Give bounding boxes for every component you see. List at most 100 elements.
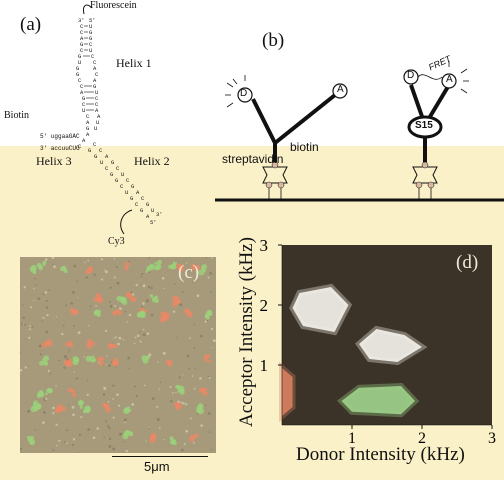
speckle (73, 325, 75, 327)
speckle (112, 398, 114, 400)
speckle (114, 336, 117, 339)
speckle (122, 338, 125, 341)
svg-text:G: G (130, 195, 133, 202)
speckle (67, 404, 70, 406)
speckle (42, 293, 45, 296)
speckle (185, 403, 188, 406)
speckle (140, 275, 143, 278)
helix2-label: Helix 2 (134, 154, 170, 168)
speckle (86, 393, 89, 396)
speckle (20, 368, 23, 372)
svg-text:C: C (95, 71, 99, 78)
y-tick-label: 2 (260, 296, 269, 315)
speckle (186, 354, 190, 358)
speckle (73, 264, 77, 268)
speckle (142, 302, 145, 305)
speckle (115, 366, 117, 368)
speckle (107, 425, 110, 428)
speckle (112, 447, 116, 451)
speckle (170, 400, 173, 403)
svg-text:3': 3' (156, 211, 163, 218)
svg-text:G: G (89, 35, 92, 42)
molecule-spot (171, 295, 182, 307)
speckle (102, 393, 106, 396)
speckle (69, 349, 71, 351)
molecule-spot (159, 311, 167, 323)
cluster (292, 287, 349, 332)
speckle (193, 347, 196, 350)
cluster-halo (354, 325, 428, 366)
molecule-spot (54, 404, 63, 414)
rna-construct-free (225, 75, 348, 200)
molecule-spot (116, 295, 128, 306)
svg-text:U: U (100, 159, 103, 166)
panel-label-d: (d) (456, 252, 479, 273)
molecule-spot (175, 384, 185, 395)
speckle (138, 331, 141, 333)
molecule-spot (93, 293, 104, 304)
svg-text:5': 5' (89, 17, 96, 24)
cluster-halo (336, 382, 420, 418)
speckle (205, 257, 208, 259)
svg-text:G: G (115, 177, 118, 184)
speckle (133, 385, 136, 388)
speckle (30, 306, 33, 309)
speckle (80, 416, 83, 419)
speckle (211, 346, 213, 349)
svg-text:U: U (95, 89, 98, 96)
speckle (108, 426, 111, 430)
svg-text:A: A (86, 119, 90, 126)
speckle (40, 353, 42, 356)
speckle (45, 330, 48, 334)
speckle (207, 276, 210, 279)
svg-text:A: A (93, 65, 97, 72)
speckle (77, 296, 79, 298)
biotin-label-a: Biotin (4, 110, 30, 121)
molecule-spot (72, 356, 80, 366)
molecule-spot (86, 339, 95, 349)
speckle (108, 445, 112, 448)
speckle (20, 351, 21, 354)
speckle (34, 277, 36, 280)
molecule-spot (60, 265, 68, 273)
speckle (52, 449, 55, 452)
molecule-spot (45, 387, 53, 395)
speckle (63, 441, 66, 444)
molecule-spot (63, 358, 73, 368)
speckle (148, 353, 152, 357)
svg-text:U: U (78, 59, 81, 66)
svg-text:U: U (82, 107, 85, 114)
speckle (192, 441, 195, 444)
svg-text:G: G (146, 201, 149, 208)
speckle (33, 287, 35, 290)
speckle (21, 322, 24, 325)
svg-text:C: C (95, 95, 99, 102)
svg-text:A: A (80, 35, 84, 42)
speckle (73, 371, 75, 373)
speckle (55, 423, 58, 426)
speckle (112, 384, 115, 387)
speckle (126, 321, 128, 323)
molecule-spot (36, 390, 44, 398)
speckle (77, 452, 79, 453)
molecule-spot (29, 264, 37, 275)
molecule-spot (198, 264, 208, 276)
svg-text:C: C (89, 41, 93, 48)
speckle (55, 385, 57, 387)
helix3-bases: 5' uggaaGAC 3' accuuCUG (40, 133, 80, 152)
molecule-spot (184, 308, 193, 318)
speckle (176, 337, 178, 339)
molecule-spot (30, 402, 42, 413)
molecule-spot (69, 307, 79, 316)
svg-text:G: G (111, 159, 114, 166)
svg-text:G: G (76, 65, 79, 72)
speckle (86, 379, 89, 382)
cluster (341, 386, 415, 415)
speckle (210, 449, 213, 451)
svg-text:A: A (97, 113, 101, 120)
svg-text:U: U (89, 23, 92, 30)
speckle (75, 377, 78, 380)
svg-text:U: U (125, 189, 128, 196)
speckle (142, 284, 146, 288)
